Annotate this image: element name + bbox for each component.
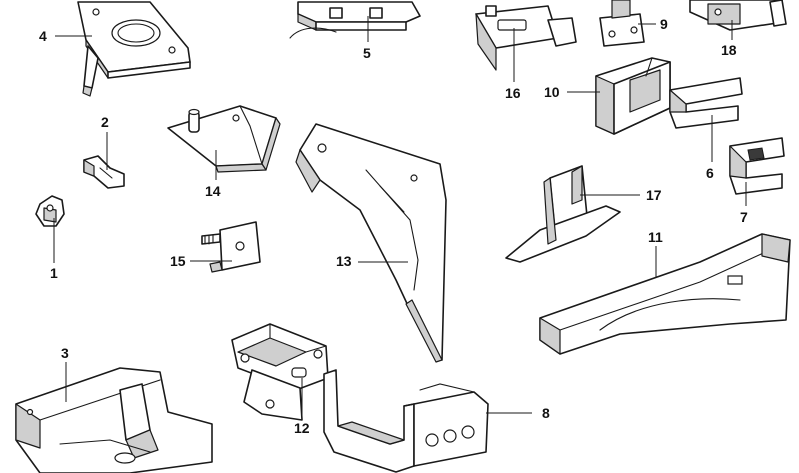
part-2-clip [83,155,125,189]
label-12: 12 [294,420,310,436]
label-8: 8 [542,405,550,421]
label-15: 15 [170,253,186,269]
label-10: 10 [544,84,560,100]
label-17: 17 [646,187,662,203]
part-12-engine-mount [231,323,329,421]
label-5: 5 [363,45,371,61]
label-3: 3 [61,345,69,361]
label-11: 11 [648,229,663,245]
part-5-mount [289,1,421,39]
part-8-cradle [323,369,489,473]
label-4: 4 [39,28,47,44]
part-14-bracket [167,105,281,173]
part-17-support [505,165,621,263]
part-16-slotted-bracket [475,5,577,71]
part-13-panel [295,123,447,363]
part-4-plate [77,1,191,97]
label-13: 13 [336,253,352,269]
part-10-box-bracket [595,57,671,135]
part-15-bolt-plate [201,221,261,273]
label-14: 14 [205,183,221,199]
part-1-clip [35,195,65,227]
label-18: 18 [721,42,737,58]
label-16: 16 [505,85,521,101]
part-7-spring-clip [729,137,785,195]
part-6-spring-clip [669,77,743,129]
part-3-floor-section [15,367,213,473]
label-7: 7 [740,209,748,225]
label-9: 9 [660,16,668,32]
label-1: 1 [50,265,58,281]
label-2: 2 [101,114,109,130]
part-9-small-bracket [599,0,645,47]
part-11-side-rail [539,233,791,355]
label-6: 6 [706,165,714,181]
part-18-bracket [689,0,787,31]
